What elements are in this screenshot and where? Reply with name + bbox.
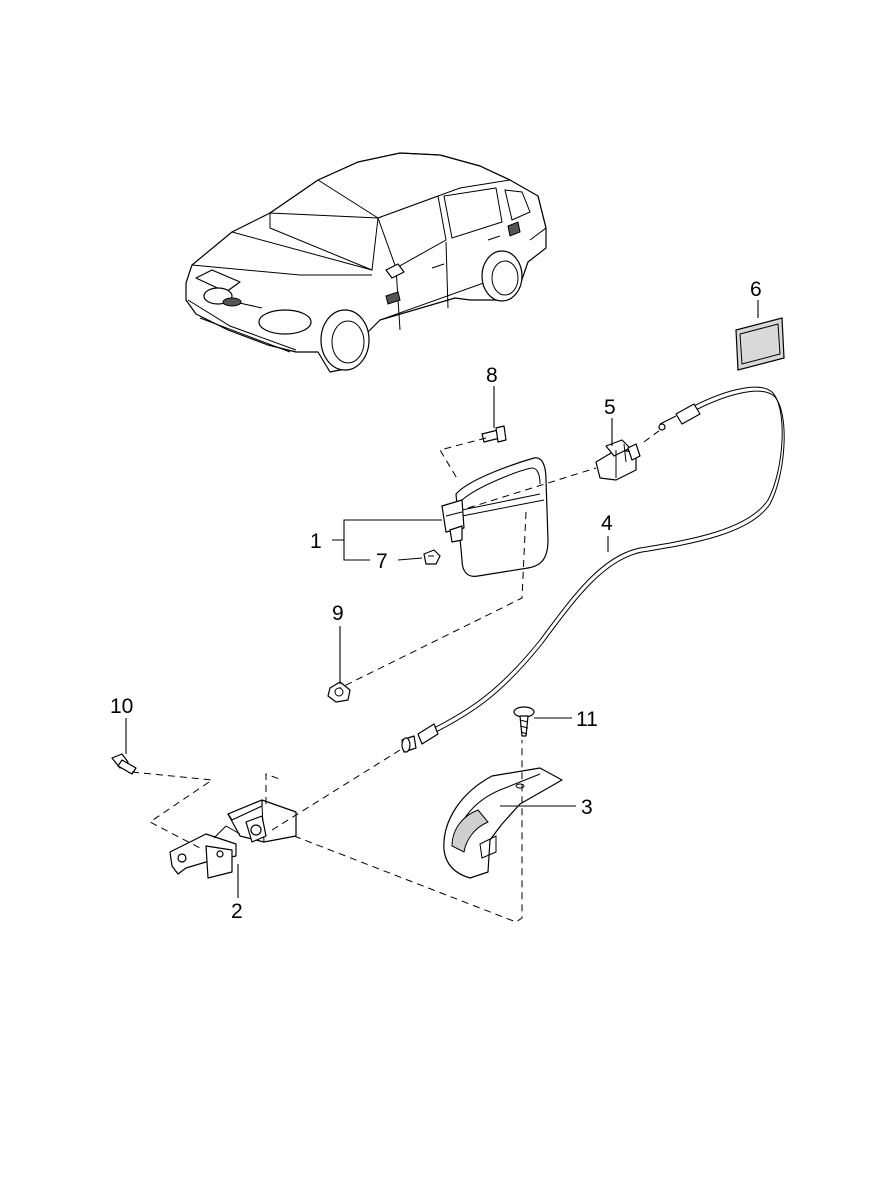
callout-7: 7 (376, 550, 388, 573)
callout-9: 9 (332, 602, 344, 625)
callout-1: 1 (310, 530, 322, 553)
callout-5: 5 (604, 396, 616, 419)
car-illustration (185, 152, 547, 373)
callout-10: 10 (110, 695, 133, 718)
callout-4: 4 (601, 512, 613, 535)
callout-6: 6 (750, 278, 762, 301)
part-3-lever-cover (443, 767, 563, 879)
assembly-lines (131, 429, 661, 923)
part-4-release-cable (401, 386, 785, 753)
part-11-screw (513, 706, 535, 737)
part-10-bolt (111, 753, 137, 775)
part-6-label-pad (735, 317, 785, 371)
callout-8: 8 (486, 364, 498, 387)
part-9-nut (327, 681, 351, 703)
part-2-opener-lever (169, 799, 297, 879)
leader-lines (125, 300, 759, 898)
callout-3: 3 (581, 796, 593, 819)
part-8-bolt (481, 425, 507, 443)
callout-labels: 6 8 5 1 4 7 9 10 11 3 2 (110, 278, 762, 923)
part-1-fuel-filler-door (441, 457, 549, 577)
callout-11: 11 (576, 708, 598, 731)
callout-2: 2 (231, 900, 243, 923)
part-5-cable-holder (595, 439, 641, 481)
part-7-clip (423, 549, 441, 565)
